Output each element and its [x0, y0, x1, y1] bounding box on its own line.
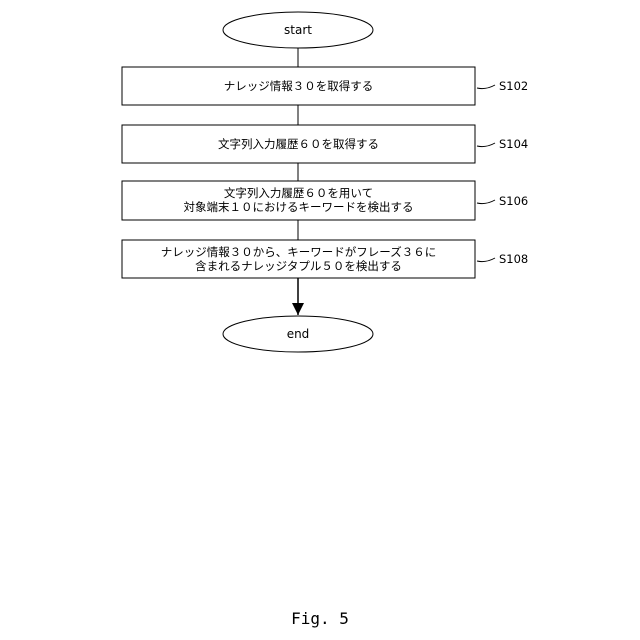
leader-line-s104: [477, 143, 495, 147]
step-text-s102: ナレッジ情報３０を取得する: [122, 79, 475, 93]
step-id-s106: S106: [499, 194, 528, 208]
step-text-s104: 文字列入力履歴６０を取得する: [122, 137, 475, 151]
step-id-s108: S108: [499, 252, 528, 266]
step-text-s106-line1: 文字列入力履歴６０を用いて: [122, 186, 475, 200]
leader-line-s108: [477, 258, 495, 262]
end-label: end: [223, 327, 373, 341]
step-text-s108-line1: ナレッジ情報３０から、キーワードがフレーズ３６に: [122, 245, 475, 259]
step-text-s108-line2: 含まれるナレッジタプル５０を検出する: [122, 259, 475, 273]
step-text-s106-line2: 対象端末１０におけるキーワードを検出する: [122, 200, 475, 214]
leader-line-s106: [477, 200, 495, 204]
step-id-s102: S102: [499, 79, 528, 93]
step-id-s104: S104: [499, 137, 528, 151]
leader-line-s102: [477, 85, 495, 89]
figure-caption: Fig. 5: [0, 609, 640, 628]
start-label: start: [223, 23, 373, 37]
